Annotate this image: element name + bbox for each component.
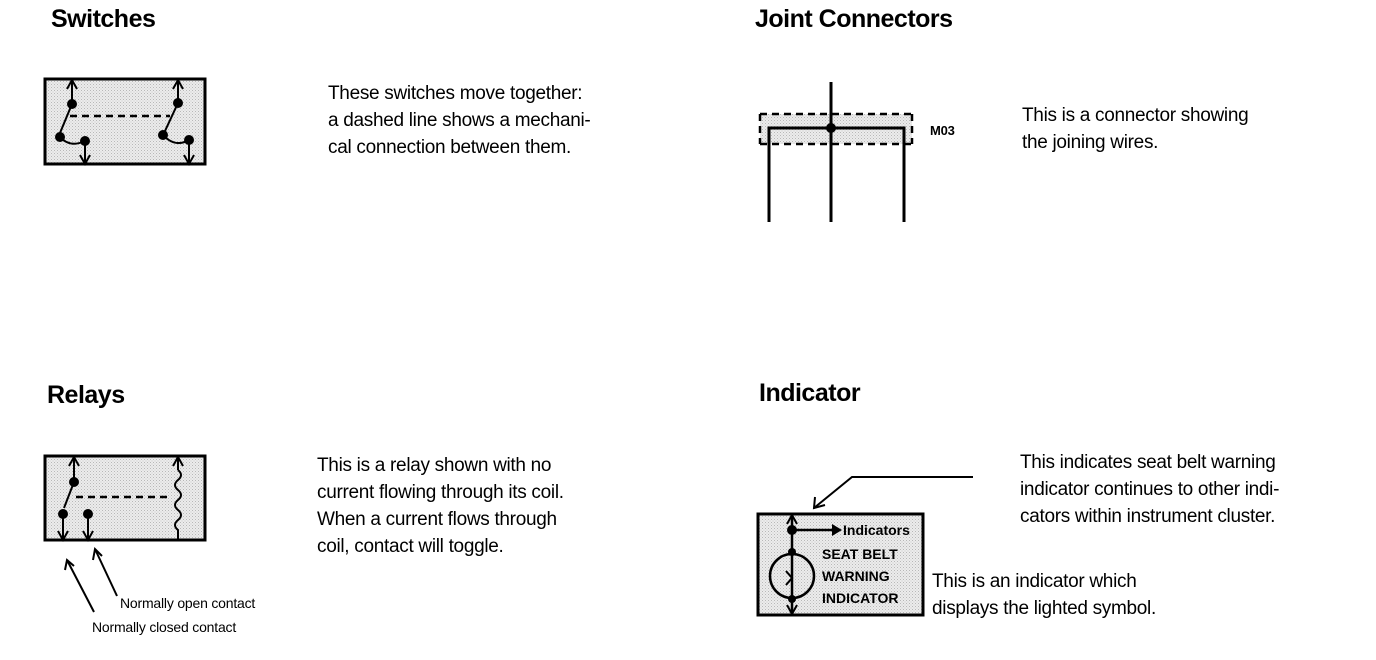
indicator-box-line-2: WARNING — [822, 568, 890, 584]
indicator-symbol-description: This is an indicator which displays the … — [932, 568, 1156, 622]
indicator-continue-description: This indicates seat belt warning indicat… — [1020, 449, 1279, 530]
relay-line-2: current flowing through its coil. — [317, 482, 564, 503]
switches-heading: Switches — [51, 5, 156, 33]
indicator-arrow-label: Indicators — [843, 522, 910, 538]
indicator-heading: Indicator — [759, 379, 861, 407]
joint-line-2: the joining wires. — [1022, 132, 1159, 153]
relay-line-1: This is a relay shown with no — [317, 455, 552, 476]
switches-line-3: cal connection between them. — [328, 137, 571, 158]
indicator-box-line-3: INDICATOR — [822, 590, 898, 606]
joint-line-1: This is a connector showing — [1022, 105, 1249, 126]
connector-id-label: M03 — [930, 123, 955, 138]
relay-line-3: When a current flows through — [317, 509, 557, 530]
joint-connectors-heading: Joint Connectors — [755, 5, 953, 33]
indicator-box-line-1: SEAT BELT — [822, 546, 898, 562]
relay-line-4: coil, contact will toggle. — [317, 536, 504, 557]
normally-closed-label: Normally closed contact — [92, 619, 237, 635]
indicator-symbol-line-2: displays the lighted symbol. — [932, 598, 1156, 619]
joint-description: This is a connector showing the joining … — [1022, 102, 1249, 156]
indicator-continue-line-1: This indicates seat belt warning — [1020, 452, 1276, 473]
relays-heading: Relays — [47, 381, 125, 409]
switches-description: These switches move together: a dashed l… — [328, 80, 591, 161]
switches-line-2: a dashed line shows a mechani- — [328, 110, 591, 131]
indicator-continue-line-3: cators within instrument cluster. — [1020, 506, 1276, 527]
relay-description: This is a relay shown with no current fl… — [317, 452, 564, 560]
switches-line-1: These switches move together: — [328, 83, 583, 104]
indicator-continue-line-2: indicator continues to other indi- — [1020, 479, 1280, 500]
indicator-symbol-line-1: This is an indicator which — [932, 571, 1137, 592]
normally-open-label: Normally open contact — [120, 595, 256, 611]
